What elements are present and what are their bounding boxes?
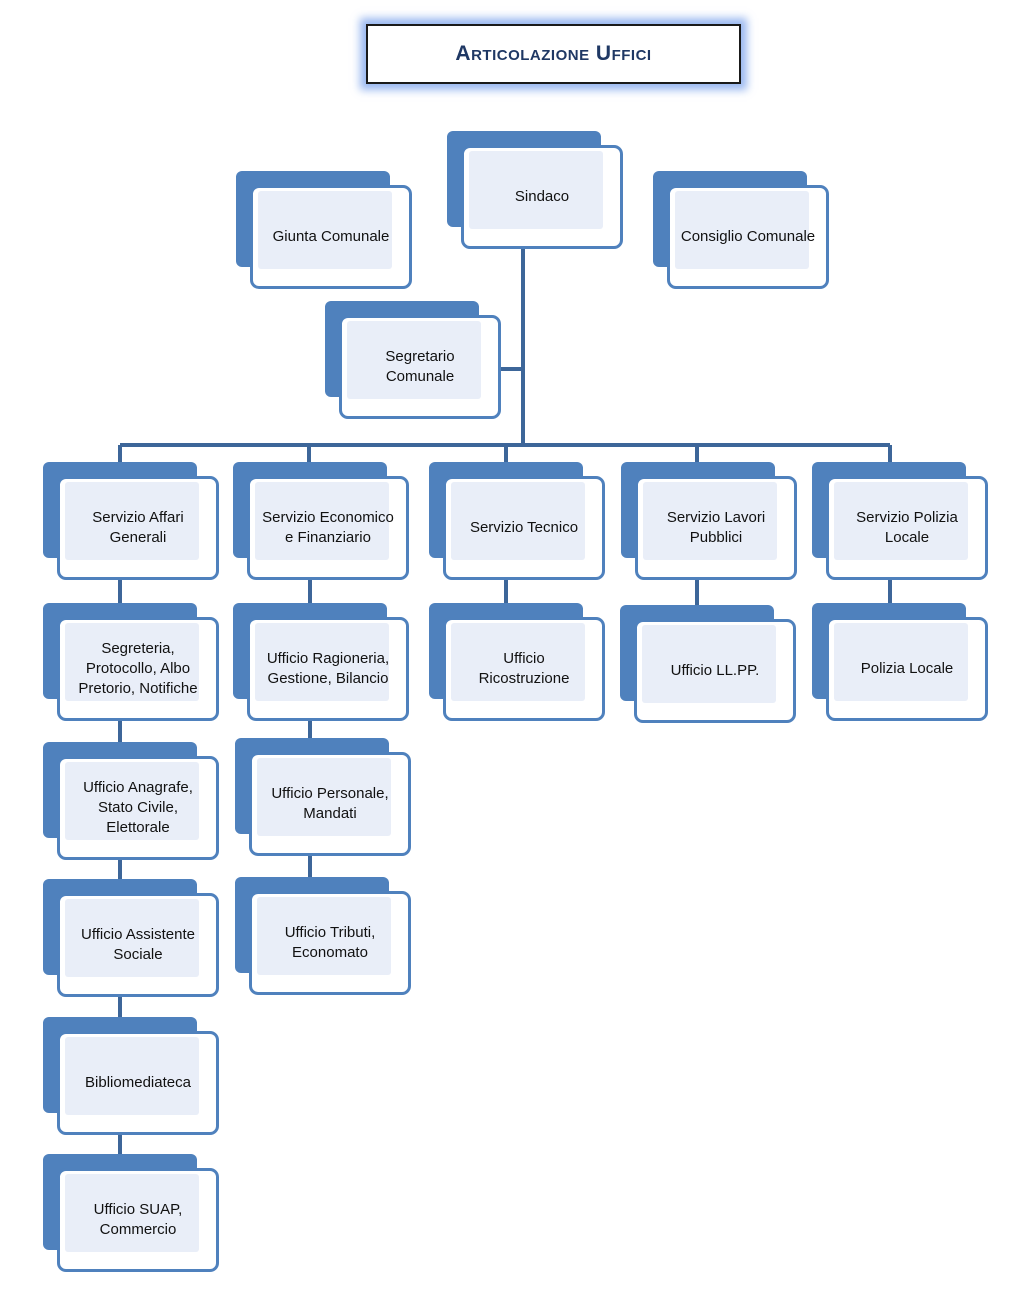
node-servizio-polizia-locale: Servizio Polizia Locale: [812, 462, 988, 580]
node-label: Sindaco: [514, 188, 570, 205]
node-label: Consiglio Comunale: [680, 228, 816, 245]
node-label: Servizio Polizia Locale: [856, 509, 958, 546]
node-label: Ufficio Personale, Mandati: [271, 785, 389, 822]
node-label: Ufficio SUAP, Commercio: [93, 1201, 183, 1238]
node-bibliomediateca: Bibliomediateca: [43, 1017, 219, 1135]
node-ufficio-anagrafe: Ufficio Anagrafe, Stato Civile, Elettora…: [43, 742, 219, 860]
node-ufficio-suap: Ufficio SUAP, Commercio: [43, 1154, 219, 1272]
node-ufficio-personale: Ufficio Personale, Mandati: [235, 738, 411, 856]
node-ufficio-tributi: Ufficio Tributi, Economato: [235, 877, 411, 995]
node-segreteria: Segreteria, Protocollo, Albo Pretorio, N…: [43, 603, 219, 721]
node-giunta-comunale: Giunta Comunale: [236, 171, 412, 289]
node-ufficio-ragioneria: Ufficio Ragioneria, Gestione, Bilancio: [233, 603, 409, 721]
node-label: Servizio Tecnico: [469, 519, 579, 536]
node-label: Ufficio Ragioneria, Gestione, Bilancio: [266, 650, 390, 687]
node-label: Polizia Locale: [860, 660, 954, 677]
node-label: Servizio Affari Generali: [92, 509, 184, 546]
node-label: Ufficio Tributi, Economato: [284, 924, 376, 961]
node-label: Segreteria, Protocollo, Albo Pretorio, N…: [78, 640, 198, 697]
node-servizio-affari-generali: Servizio Affari Generali: [43, 462, 219, 580]
node-label: Ufficio Ricostruzione: [478, 650, 570, 687]
node-label: Ufficio Assistente Sociale: [81, 926, 195, 963]
node-label: Servizio Lavori Pubblici: [666, 509, 766, 546]
diagram-title-box: Articolazione Uffici: [366, 24, 741, 84]
node-label: Ufficio Anagrafe, Stato Civile, Elettora…: [83, 779, 193, 836]
node-polizia-locale: Polizia Locale: [812, 603, 988, 721]
node-ufficio-assistente-sociale: Ufficio Assistente Sociale: [43, 879, 219, 997]
node-consiglio-comunale: Consiglio Comunale: [653, 171, 829, 289]
node-segretario-comunale: Segretario Comunale: [325, 301, 501, 419]
node-label: Servizio Economico e Finanziario: [262, 509, 394, 546]
node-label: Bibliomediateca: [85, 1074, 191, 1091]
node-label: Segretario Comunale: [385, 348, 455, 385]
node-label: Giunta Comunale: [272, 228, 390, 245]
node-label: Ufficio LL.PP.: [670, 662, 760, 679]
diagram-title: Articolazione Uffici: [455, 42, 652, 65]
node-servizio-tecnico: Servizio Tecnico: [429, 462, 605, 580]
node-sindaco: Sindaco: [447, 131, 623, 249]
node-ufficio-llpp: Ufficio LL.PP.: [620, 605, 796, 723]
node-servizio-lavori-pubblici: Servizio Lavori Pubblici: [621, 462, 797, 580]
node-servizio-economico: Servizio Economico e Finanziario: [233, 462, 409, 580]
node-ufficio-ricostruzione: Ufficio Ricostruzione: [429, 603, 605, 721]
